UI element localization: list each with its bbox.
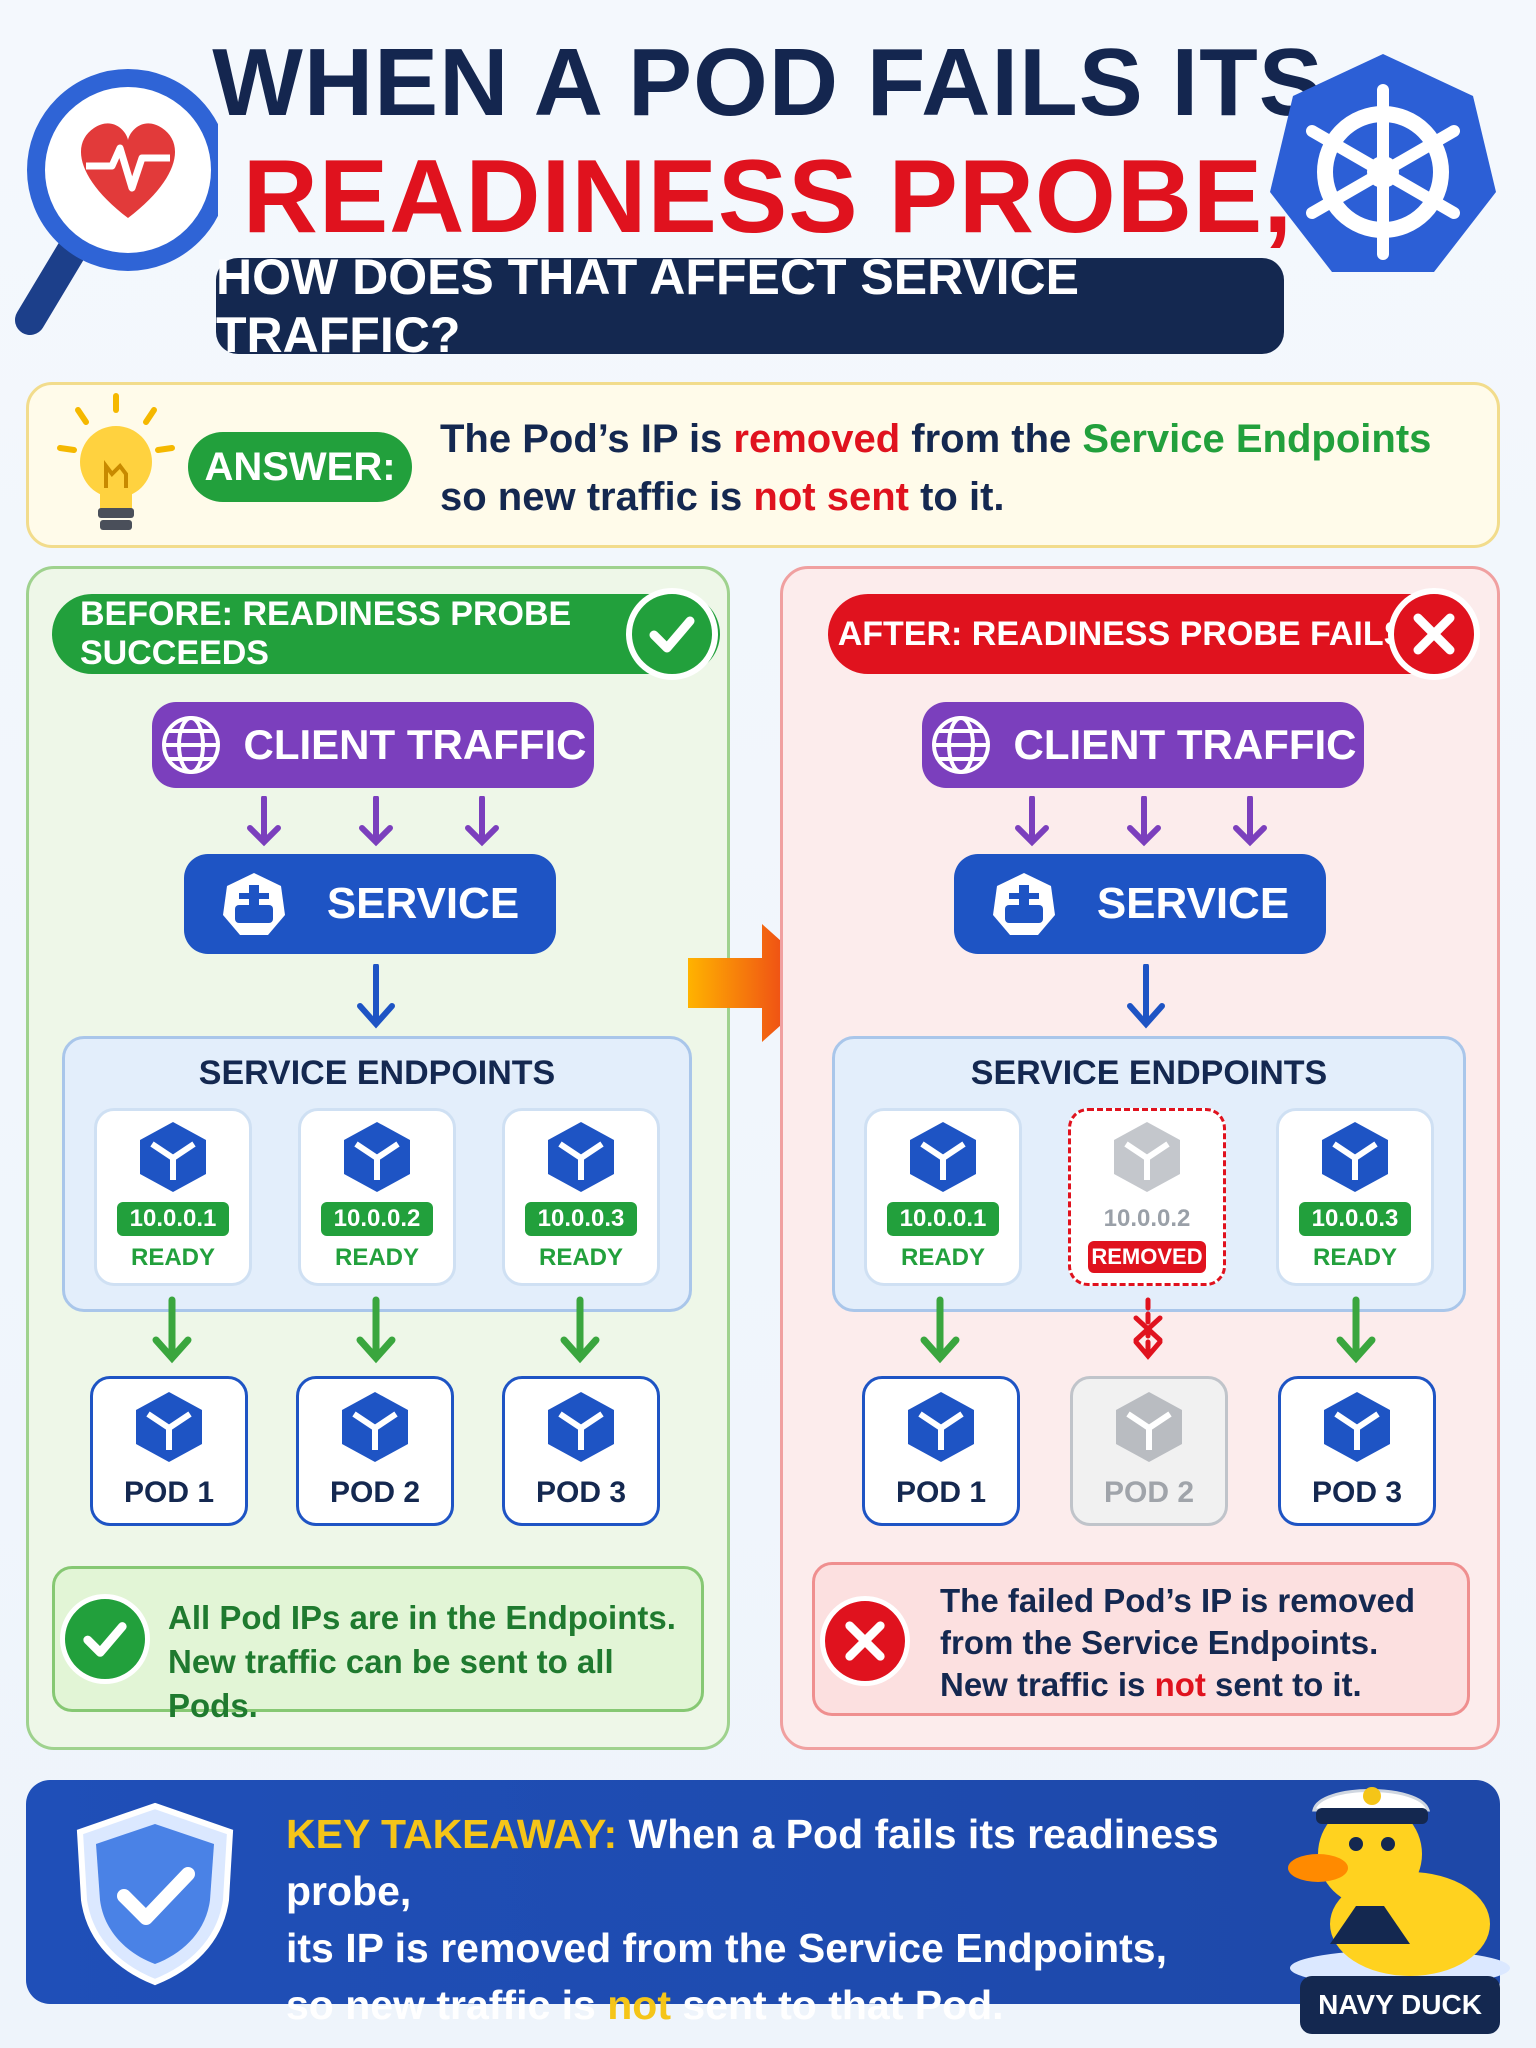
service-to-endpoints-arrow-after [1127, 964, 1165, 1029]
endpoints-title: SERVICE ENDPOINTS [198, 1054, 556, 1092]
endpoint-ip: 10.0.0.1 [117, 1202, 229, 1236]
endpoint-ip: 10.0.0.2 [321, 1202, 433, 1236]
answer-badge: ANSWER: [188, 432, 412, 502]
after-panel-header: AFTER: READINESS PROBE FAILS [828, 594, 1476, 674]
pod-label: POD 3 [535, 1476, 627, 1509]
globe-icon [931, 716, 990, 774]
client-traffic-label: CLIENT TRAFFIC [1013, 721, 1357, 768]
page-subtitle: HOW DOES THAT AFFECT SERVICE TRAFFIC? [216, 249, 1284, 363]
takeaway-label: KEY TAKEAWAY: [286, 1811, 618, 1857]
endpoint-status: READY [900, 1244, 985, 1271]
client-to-service-arrows-before [247, 796, 499, 847]
check-icon [626, 588, 718, 680]
service-icon [992, 873, 1055, 935]
endpoint-ip: 10.0.0.3 [1299, 1202, 1411, 1236]
answer-removed: removed [733, 417, 901, 461]
pod-cube-icon [1324, 1392, 1390, 1462]
after-summary-line3a: New traffic is [940, 1666, 1155, 1703]
answer-part2: from the [900, 417, 1083, 461]
pod-label: POD 1 [895, 1476, 987, 1509]
after-summary-not: not [1154, 1666, 1206, 1703]
key-takeaway-box [26, 1780, 1500, 2004]
after-summary-line2: from the Service Endpoints. [940, 1624, 1379, 1661]
client-to-service-arrows-after [1015, 796, 1267, 847]
x-icon [1388, 588, 1480, 680]
takeaway-line2: its IP is removed from the Service Endpo… [286, 1925, 1167, 1971]
takeaway-line3a: so new traffic is [286, 1982, 608, 2028]
after-summary-box [812, 1562, 1470, 1716]
page-title-line2: READINESS PROBE, [242, 139, 1294, 255]
lightbulb-icon [57, 393, 175, 530]
page-title-line1: WHEN A POD FAILS ITS [212, 29, 1324, 136]
endpoint-status: READY [334, 1244, 419, 1271]
endpoint-ip-removed: 10.0.0.2 [1103, 1205, 1191, 1232]
endpoint-status-removed: REMOVED [1088, 1241, 1206, 1273]
service-label: SERVICE [1096, 879, 1290, 928]
answer-not-sent: not sent [753, 475, 909, 519]
service-before: SERVICE [184, 854, 556, 954]
before-panel-header: BEFORE: READINESS PROBE SUCCEEDS [52, 594, 720, 674]
answer-text: The Pod’s IP is removed from the Service… [440, 410, 1480, 526]
takeaway-line1: KEY TAKEAWAY: When a Pod fails its readi… [286, 1806, 1326, 1920]
pod-cube-icon [548, 1392, 614, 1462]
pod-cube-icon [548, 1122, 614, 1192]
after-summary-text: The failed Pod’s IP is removed from the … [940, 1580, 1460, 1706]
key-takeaway-text: KEY TAKEAWAY: When a Pod fails its readi… [286, 1806, 1326, 2034]
takeaway-line3b: sent to that Pod. [671, 1982, 1004, 2028]
after-summary-line3b: sent to it. [1205, 1666, 1362, 1703]
service-icon [222, 873, 285, 935]
after-summary-line3: New traffic is not sent to it. [940, 1664, 1460, 1706]
takeaway-not: not [607, 1982, 672, 2028]
pod-label-disabled: POD 2 [1103, 1476, 1195, 1509]
endpoints-title: SERVICE ENDPOINTS [970, 1054, 1328, 1092]
pod-cube-icon-disabled [1114, 1122, 1180, 1192]
answer-part1: The Pod’s IP is [440, 417, 734, 461]
pod-cube-icon [910, 1122, 976, 1192]
service-to-endpoints-arrow-before [357, 964, 395, 1029]
pod-label: POD 3 [1311, 1476, 1403, 1509]
endpoint-ip: 10.0.0.1 [887, 1202, 999, 1236]
pod-cube-icon [344, 1122, 410, 1192]
answer-part3: so new traffic is [440, 475, 754, 519]
pod-cube-icon-disabled [1116, 1392, 1182, 1462]
before-summary-text: All Pod IPs are in the Endpoints. New tr… [168, 1596, 698, 1728]
answer-part4: to it. [908, 475, 1005, 519]
after-summary-line1: The failed Pod’s IP is removed [940, 1582, 1415, 1619]
x-icon [820, 1596, 910, 1686]
before-summary-box [52, 1566, 704, 1712]
takeaway-line1-text: When a Pod fails its readiness probe, [286, 1811, 1219, 1914]
answer-service-endpoints: Service Endpoints [1082, 417, 1432, 461]
pod-cube-icon [342, 1392, 408, 1462]
magnifier-heartbeat-icon [15, 69, 218, 335]
client-traffic-after: CLIENT TRAFFIC [922, 702, 1364, 788]
globe-icon [161, 716, 220, 774]
pod-cube-icon [908, 1392, 974, 1462]
before-summary-line1: All Pod IPs are in the Endpoints. [168, 1599, 676, 1636]
before-summary-line2: New traffic can be sent to all Pods. [168, 1643, 614, 1724]
client-traffic-before: CLIENT TRAFFIC [152, 702, 594, 788]
pod-label: POD 2 [329, 1476, 421, 1509]
endpoint-status: READY [130, 1244, 215, 1271]
endpoint-status: READY [1312, 1244, 1397, 1271]
service-after: SERVICE [954, 854, 1326, 954]
endpoint-ip: 10.0.0.3 [525, 1202, 637, 1236]
service-label: SERVICE [326, 879, 520, 928]
pod-cube-icon [140, 1122, 206, 1192]
client-traffic-label: CLIENT TRAFFIC [243, 721, 587, 768]
pod-label: POD 1 [123, 1476, 215, 1509]
pod-cube-icon [136, 1392, 202, 1462]
endpoint-status: READY [538, 1244, 623, 1271]
endpoints-to-pods-arrows-before [152, 1296, 600, 1364]
kubernetes-helm-icon [1270, 54, 1496, 272]
shield-check-icon [76, 1802, 234, 1986]
navy-duck-mascot-icon [1288, 1787, 1510, 1980]
endpoints-to-pods-arrows-after [920, 1296, 1376, 1364]
takeaway-line3: so new traffic is not sent to that Pod. [286, 1977, 1326, 2034]
pod-cube-icon [1322, 1122, 1388, 1192]
navy-duck-label: NAVY DUCK [1300, 1976, 1500, 2034]
check-icon [60, 1594, 150, 1684]
